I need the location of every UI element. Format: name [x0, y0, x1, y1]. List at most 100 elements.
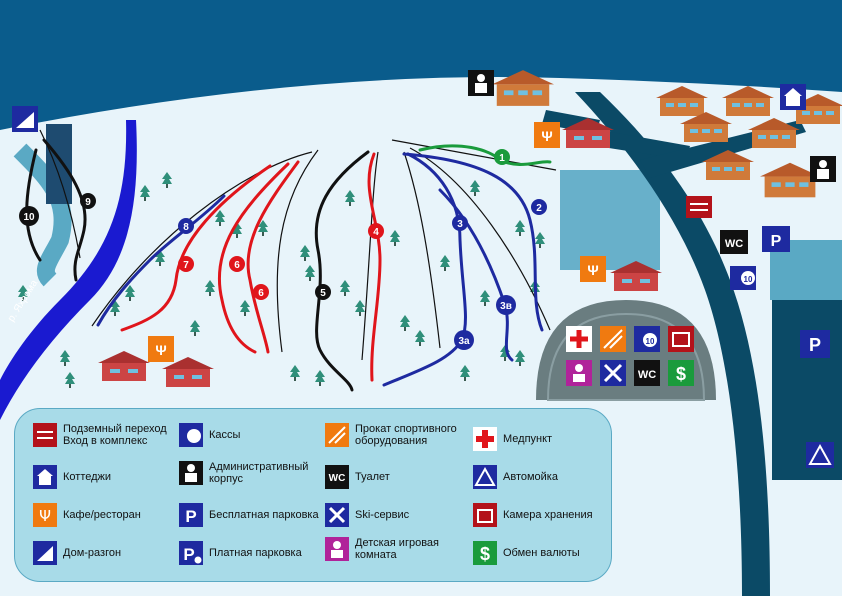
legend-item-car-wash: Автомойка — [473, 465, 558, 489]
slope-marker-1[interactable]: 1 — [494, 149, 510, 165]
slope-number: 6 — [258, 288, 264, 299]
svg-text:WC: WC — [638, 369, 656, 381]
legend-label: Административный корпус — [209, 461, 309, 485]
svg-text:10: 10 — [744, 275, 753, 284]
legend-item-ski-rental: Прокат спортивного оборудования — [325, 423, 473, 447]
free-parking-icon: P — [179, 503, 203, 527]
legend-item-storage: Камера хранения — [473, 503, 593, 527]
admin-building-icon[interactable] — [810, 156, 836, 182]
cafe-icon[interactable]: Ψ — [148, 336, 174, 362]
slope-number: 6 — [234, 260, 240, 271]
slope-number: 9 — [85, 197, 91, 208]
slope-number: 2 — [536, 203, 542, 214]
admin-building-icon — [179, 461, 203, 485]
ski-service-icon[interactable] — [600, 360, 626, 386]
car-wash-icon[interactable] — [806, 442, 834, 468]
cottage-icon[interactable] — [780, 84, 806, 110]
svg-text:P: P — [771, 233, 782, 250]
slope-number: 3в — [500, 301, 512, 312]
legend-label: Коттеджи — [63, 471, 112, 483]
svg-text:10: 10 — [646, 337, 655, 346]
legend-label: Камера хранения — [503, 509, 593, 521]
storage-icon[interactable] — [668, 326, 694, 352]
wc-icon: WC — [325, 465, 349, 489]
currency-exchange-icon[interactable]: $ — [668, 360, 694, 386]
first-aid-icon[interactable] — [566, 326, 592, 352]
map-icons: Ψ Ψ Ψ WC P 10 P 10 WC $ — [12, 70, 836, 468]
legend-item-ski-service: Ski-сервис — [325, 503, 409, 527]
slope-marker-6a[interactable]: 6 — [229, 256, 245, 272]
slope-marker-5[interactable]: 5 — [315, 284, 331, 300]
legend-item-admin: Административный корпус — [179, 461, 327, 485]
legend-label: Кассы — [209, 429, 241, 441]
slope-marker-8[interactable]: 8 — [178, 218, 194, 234]
kids-room-icon[interactable] — [566, 360, 592, 386]
legend-label: Обмен валюты — [503, 547, 580, 559]
legend-label: Ski-сервис — [355, 509, 410, 521]
legend-label: Подземный переход Вход в комплекс — [63, 423, 167, 447]
ski-service-icon — [325, 503, 349, 527]
legend-label: Кафе/ресторан — [63, 509, 141, 521]
legend-label: Автомойка — [503, 471, 558, 483]
admin-building-icon[interactable] — [468, 70, 494, 96]
legend-label: Дом-разгон — [63, 547, 122, 559]
cafe-icon: Ψ — [33, 503, 57, 527]
wc-icon[interactable]: WC — [634, 360, 660, 386]
slope-marker-3a[interactable]: 3а — [454, 330, 474, 350]
slope-number: 1 — [499, 153, 505, 164]
legend-label: Платная парковка — [209, 547, 302, 559]
slope-markers: 1 2 3 3а 3в 4 5 6 6 7 8 9 10 — [19, 149, 547, 350]
ticket-office-icon[interactable]: 10 — [634, 326, 660, 352]
legend-item-jump-house: Дом-разгон — [33, 541, 121, 565]
free-parking-icon[interactable]: P — [800, 330, 830, 358]
currency-exchange-icon: $ — [473, 541, 497, 565]
first-aid-icon — [473, 427, 497, 451]
ticket-office-icon[interactable]: 10 — [730, 266, 756, 290]
cafe-icon[interactable]: Ψ — [580, 256, 606, 282]
ticket-office-icon — [179, 423, 203, 447]
slope-number: 5 — [320, 288, 326, 299]
slope-marker-2[interactable]: 2 — [531, 199, 547, 215]
paid-parking-icon: P — [179, 541, 203, 565]
slope-number: 7 — [183, 260, 189, 271]
slope-marker-4[interactable]: 4 — [368, 223, 384, 239]
legend-item-kids-room: Детская игровая комната — [325, 537, 473, 561]
legend-label: Бесплатная парковка — [209, 509, 319, 521]
svg-text:Ψ: Ψ — [155, 342, 166, 358]
cottage-icon — [33, 465, 57, 489]
svg-text:Ψ: Ψ — [39, 507, 51, 525]
legend-item-wc: WC Туалет — [325, 465, 390, 489]
jump-house-icon[interactable] — [12, 106, 38, 132]
legend-label: Туалет — [355, 471, 390, 483]
svg-text:WC: WC — [725, 238, 743, 250]
slope-marker-6b[interactable]: 6 — [253, 284, 269, 300]
legend-item-free-parking: P Бесплатная парковка — [179, 503, 319, 527]
underpass-icon[interactable] — [686, 196, 712, 218]
legend-item-currency: $ Обмен валюты — [473, 541, 580, 565]
ski-rental-icon[interactable] — [600, 326, 626, 352]
legend-item-ticket: Кассы — [179, 423, 240, 447]
kids-room-icon — [325, 537, 349, 561]
paid-parking-icon[interactable]: P — [762, 226, 790, 252]
jump-house-icon — [33, 541, 57, 565]
legend: Подземный переход Вход в комплекс Кассы … — [14, 408, 612, 582]
slope-number: 10 — [23, 212, 35, 223]
svg-text:P: P — [185, 507, 196, 526]
slope-marker-3v[interactable]: 3в — [496, 295, 516, 315]
svg-text:$: $ — [480, 544, 490, 564]
ski-rental-icon — [325, 423, 349, 447]
slope-marker-7[interactable]: 7 — [178, 256, 194, 272]
svg-text:WC: WC — [329, 473, 346, 484]
legend-label: Прокат спортивного оборудования — [355, 423, 457, 447]
wc-icon[interactable]: WC — [720, 230, 748, 254]
slope-marker-10[interactable]: 10 — [19, 206, 39, 226]
svg-text:Ψ: Ψ — [587, 262, 598, 278]
cafe-icon[interactable]: Ψ — [534, 122, 560, 148]
slope-marker-9[interactable]: 9 — [80, 193, 96, 209]
svg-text:P: P — [809, 335, 821, 355]
legend-item-underpass: Подземный переход Вход в комплекс — [33, 423, 181, 447]
car-wash-icon — [473, 465, 497, 489]
underpass-icon — [33, 423, 57, 447]
slope-number: 3а — [458, 336, 470, 347]
slope-marker-3[interactable]: 3 — [452, 215, 468, 231]
